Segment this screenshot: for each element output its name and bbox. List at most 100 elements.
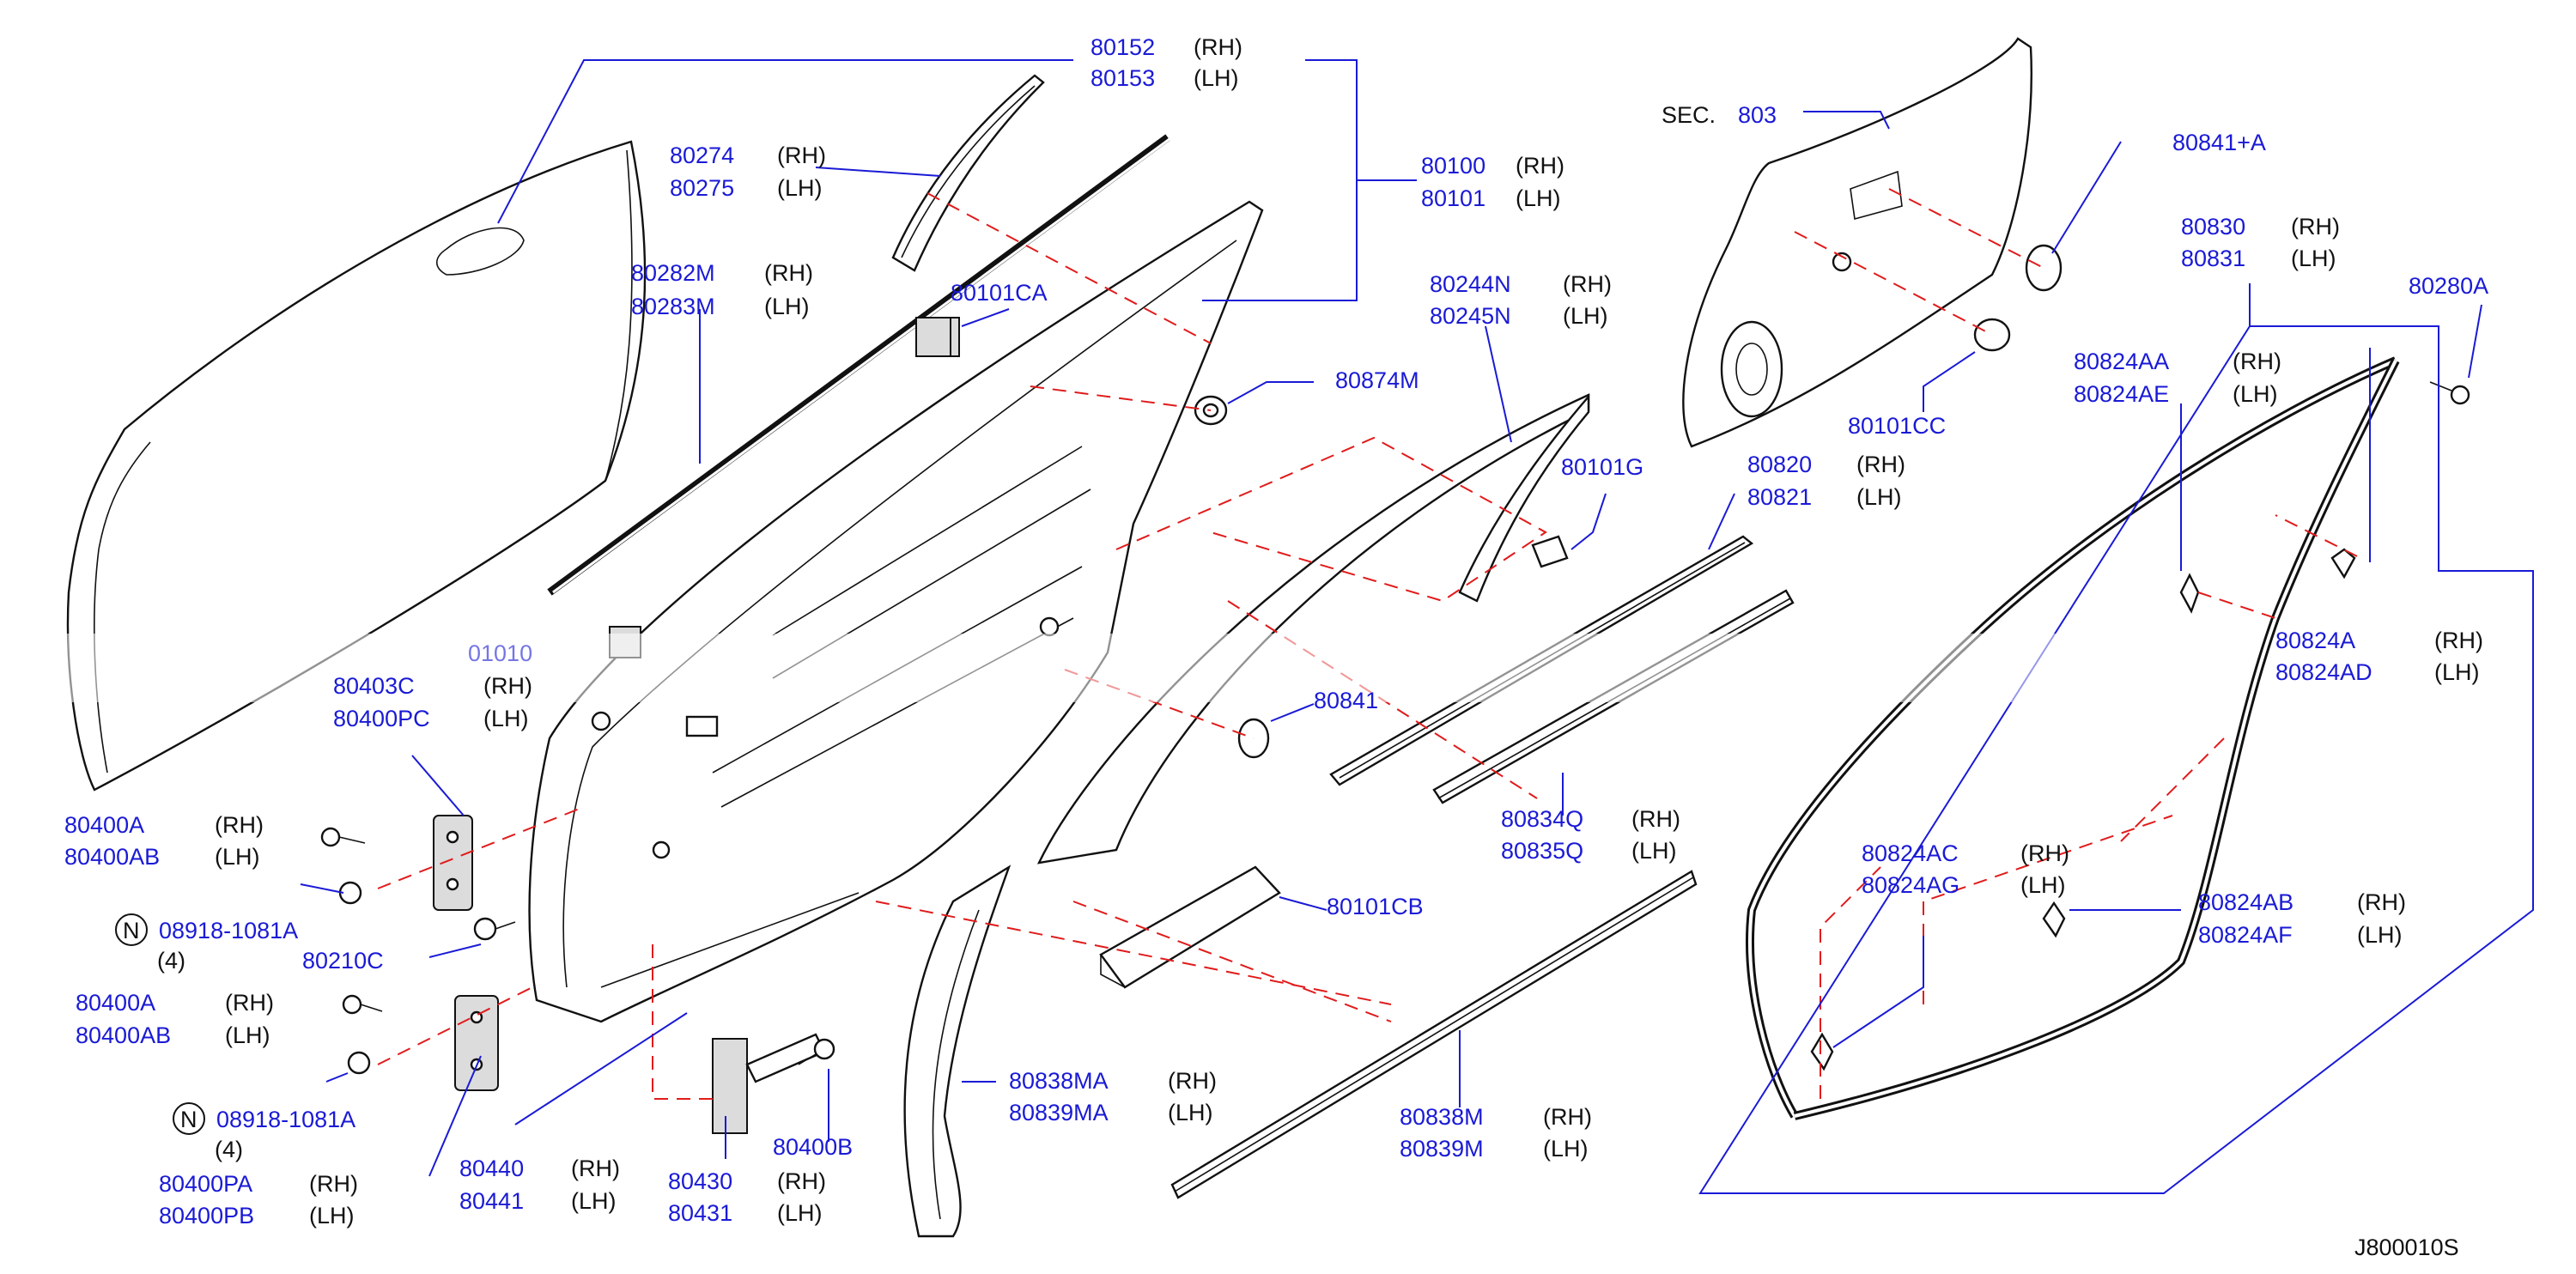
assembly-guide-lines xyxy=(377,188,2358,1100)
label-80839MA-pn[interactable]: 80839MA xyxy=(1009,1100,1109,1125)
label-80831-side: (LH) xyxy=(2291,246,2336,271)
label-80274-pn[interactable]: 80274 xyxy=(670,143,734,168)
label-80100-pn[interactable]: 80100 xyxy=(1421,153,1485,179)
part-labels: SEC. 803 80152 (RH) 80153 (LH) 80274 (RH… xyxy=(64,34,2488,1260)
door-sill-molding xyxy=(1170,870,1698,1199)
label-80152-pn[interactable]: 80152 xyxy=(1091,34,1155,60)
label-80152-side: (RH) xyxy=(1194,34,1242,60)
label-80400PC-rh-side: (RH) xyxy=(483,673,532,699)
label-80101-side: (LH) xyxy=(1516,185,1561,211)
label-80280A-pn[interactable]: 80280A xyxy=(2409,273,2488,299)
label-80824AG-side: (LH) xyxy=(2020,872,2066,898)
quantity-upper: (4) xyxy=(157,948,185,974)
label-80835Q-side: (LH) xyxy=(1631,838,1677,864)
label-80431-pn[interactable]: 80431 xyxy=(668,1200,732,1226)
label-80400PC-pn[interactable]: 80400PC xyxy=(333,706,430,731)
label-80101G-pn[interactable]: 80101G xyxy=(1561,454,1643,480)
label-80400A-upper-side: (RH) xyxy=(215,812,264,838)
label-80400PB-side: (LH) xyxy=(309,1203,355,1228)
label-80838M-side: (RH) xyxy=(1543,1104,1592,1130)
label-80400PC-side: (LH) xyxy=(483,706,529,731)
label-80101CB-pn[interactable]: 80101CB xyxy=(1327,894,1424,919)
label-08918-upper-pn[interactable]: 08918-1081A xyxy=(159,918,298,943)
label-80245N-side: (LH) xyxy=(1563,303,1608,329)
label-partial[interactable]: 01010 xyxy=(468,640,532,666)
label-80839MA-side: (LH) xyxy=(1168,1100,1213,1125)
label-80101-pn[interactable]: 80101 xyxy=(1421,185,1485,211)
label-80834Q-pn[interactable]: 80834Q xyxy=(1501,806,1583,832)
label-80824AD-pn[interactable]: 80824AD xyxy=(2275,659,2372,685)
sealing-block-80101CB xyxy=(1099,865,1281,989)
label-80824AF-pn[interactable]: 80824AF xyxy=(2198,922,2293,948)
label-80824AA-pn[interactable]: 80824AA xyxy=(2074,349,2169,374)
label-80100-side: (RH) xyxy=(1516,153,1564,179)
bolt-icon xyxy=(342,994,383,1015)
label-80841-pn[interactable]: 80841 xyxy=(1314,688,1378,713)
diagram-id: J800010S xyxy=(2354,1235,2459,1260)
label-80153-side: (LH) xyxy=(1194,65,1239,91)
lower-hinge xyxy=(454,995,499,1091)
label-80275-pn[interactable]: 80275 xyxy=(670,175,734,201)
label-80400AB-lower-pn[interactable]: 80400AB xyxy=(76,1022,171,1048)
label-80830-pn[interactable]: 80830 xyxy=(2181,214,2245,240)
label-80821-side: (LH) xyxy=(1856,484,1902,510)
label-80245N-pn[interactable]: 80245N xyxy=(1430,303,1511,329)
label-80400AB-lower-side: (LH) xyxy=(225,1022,270,1048)
label-80101CA-pn[interactable]: 80101CA xyxy=(951,280,1048,306)
label-80824AC-pn[interactable]: 80824AC xyxy=(1862,840,1959,866)
bolt-icon xyxy=(798,1038,835,1065)
label-80153-pn[interactable]: 80153 xyxy=(1091,65,1155,91)
label-80400A-lower-side: (RH) xyxy=(225,990,274,1016)
nut-symbol-text-lower: N xyxy=(180,1107,197,1132)
label-80400AB-upper-pn[interactable]: 80400AB xyxy=(64,844,160,870)
label-80839M-pn[interactable]: 80839M xyxy=(1400,1136,1484,1162)
label-80824AG-pn[interactable]: 80824AG xyxy=(1862,872,1959,898)
section-number[interactable]: 803 xyxy=(1738,102,1777,128)
label-80820-side: (RH) xyxy=(1856,452,1905,477)
label-80282M-pn[interactable]: 80282M xyxy=(631,260,715,286)
label-80400PC-rh-pn[interactable]: 80403C xyxy=(333,673,415,699)
label-80400PB-pn[interactable]: 80400PB xyxy=(159,1203,254,1228)
bolt-icon xyxy=(347,1051,371,1075)
label-80824AF-side: (LH) xyxy=(2357,922,2403,948)
label-80400B-pn[interactable]: 80400B xyxy=(773,1134,853,1160)
label-80400A-upper-pn[interactable]: 80400A xyxy=(64,812,144,838)
label-80824A-pn[interactable]: 80824A xyxy=(2275,628,2355,653)
label-80400PA-pn[interactable]: 80400PA xyxy=(159,1171,252,1197)
quantity-lower: (4) xyxy=(215,1137,243,1162)
clip-icon xyxy=(2330,548,2356,579)
nut-symbol-icon xyxy=(173,1102,205,1135)
label-80835Q-pn[interactable]: 80835Q xyxy=(1501,838,1583,864)
label-80400A-lower-pn[interactable]: 80400A xyxy=(76,990,155,1016)
label-80283M-pn[interactable]: 80283M xyxy=(631,294,715,319)
label-80820-pn[interactable]: 80820 xyxy=(1747,452,1812,477)
label-80824AA-side: (RH) xyxy=(2233,349,2281,374)
grommet-80101G xyxy=(1531,535,1569,568)
label-80824AB-pn[interactable]: 80824AB xyxy=(2198,889,2293,915)
label-80441-side: (LH) xyxy=(571,1188,617,1214)
label-80824AE-pn[interactable]: 80824AE xyxy=(2074,381,2169,407)
label-80400PA-side: (RH) xyxy=(309,1171,358,1197)
bolt-icon xyxy=(2429,381,2470,405)
clip-icon xyxy=(2179,573,2200,614)
nut-symbol-icon xyxy=(115,913,148,946)
label-80440-pn[interactable]: 80440 xyxy=(459,1156,524,1181)
door-check-link xyxy=(712,1033,826,1134)
label-80841A-pn[interactable]: 80841+A xyxy=(2172,130,2266,155)
label-80874M-pn[interactable]: 80874M xyxy=(1335,367,1419,393)
label-80244N-pn[interactable]: 80244N xyxy=(1430,271,1511,297)
label-80838MA-pn[interactable]: 80838MA xyxy=(1009,1068,1109,1094)
label-80441-pn[interactable]: 80441 xyxy=(459,1188,524,1214)
label-80210C-pn[interactable]: 80210C xyxy=(302,948,384,974)
nut-symbol-text: N xyxy=(123,918,140,943)
label-80431-side: (LH) xyxy=(777,1200,823,1226)
label-80831-pn[interactable]: 80831 xyxy=(2181,246,2245,271)
label-08918-lower-pn[interactable]: 08918-1081A xyxy=(216,1107,355,1132)
label-80838M-pn[interactable]: 80838M xyxy=(1400,1104,1484,1130)
label-80821-pn[interactable]: 80821 xyxy=(1747,484,1812,510)
label-80400AB-upper-side: (LH) xyxy=(215,844,260,870)
label-80430-pn[interactable]: 80430 xyxy=(668,1168,732,1194)
label-80101CC-pn[interactable]: 80101CC xyxy=(1848,413,1946,439)
label-80824A-side: (RH) xyxy=(2434,628,2483,653)
